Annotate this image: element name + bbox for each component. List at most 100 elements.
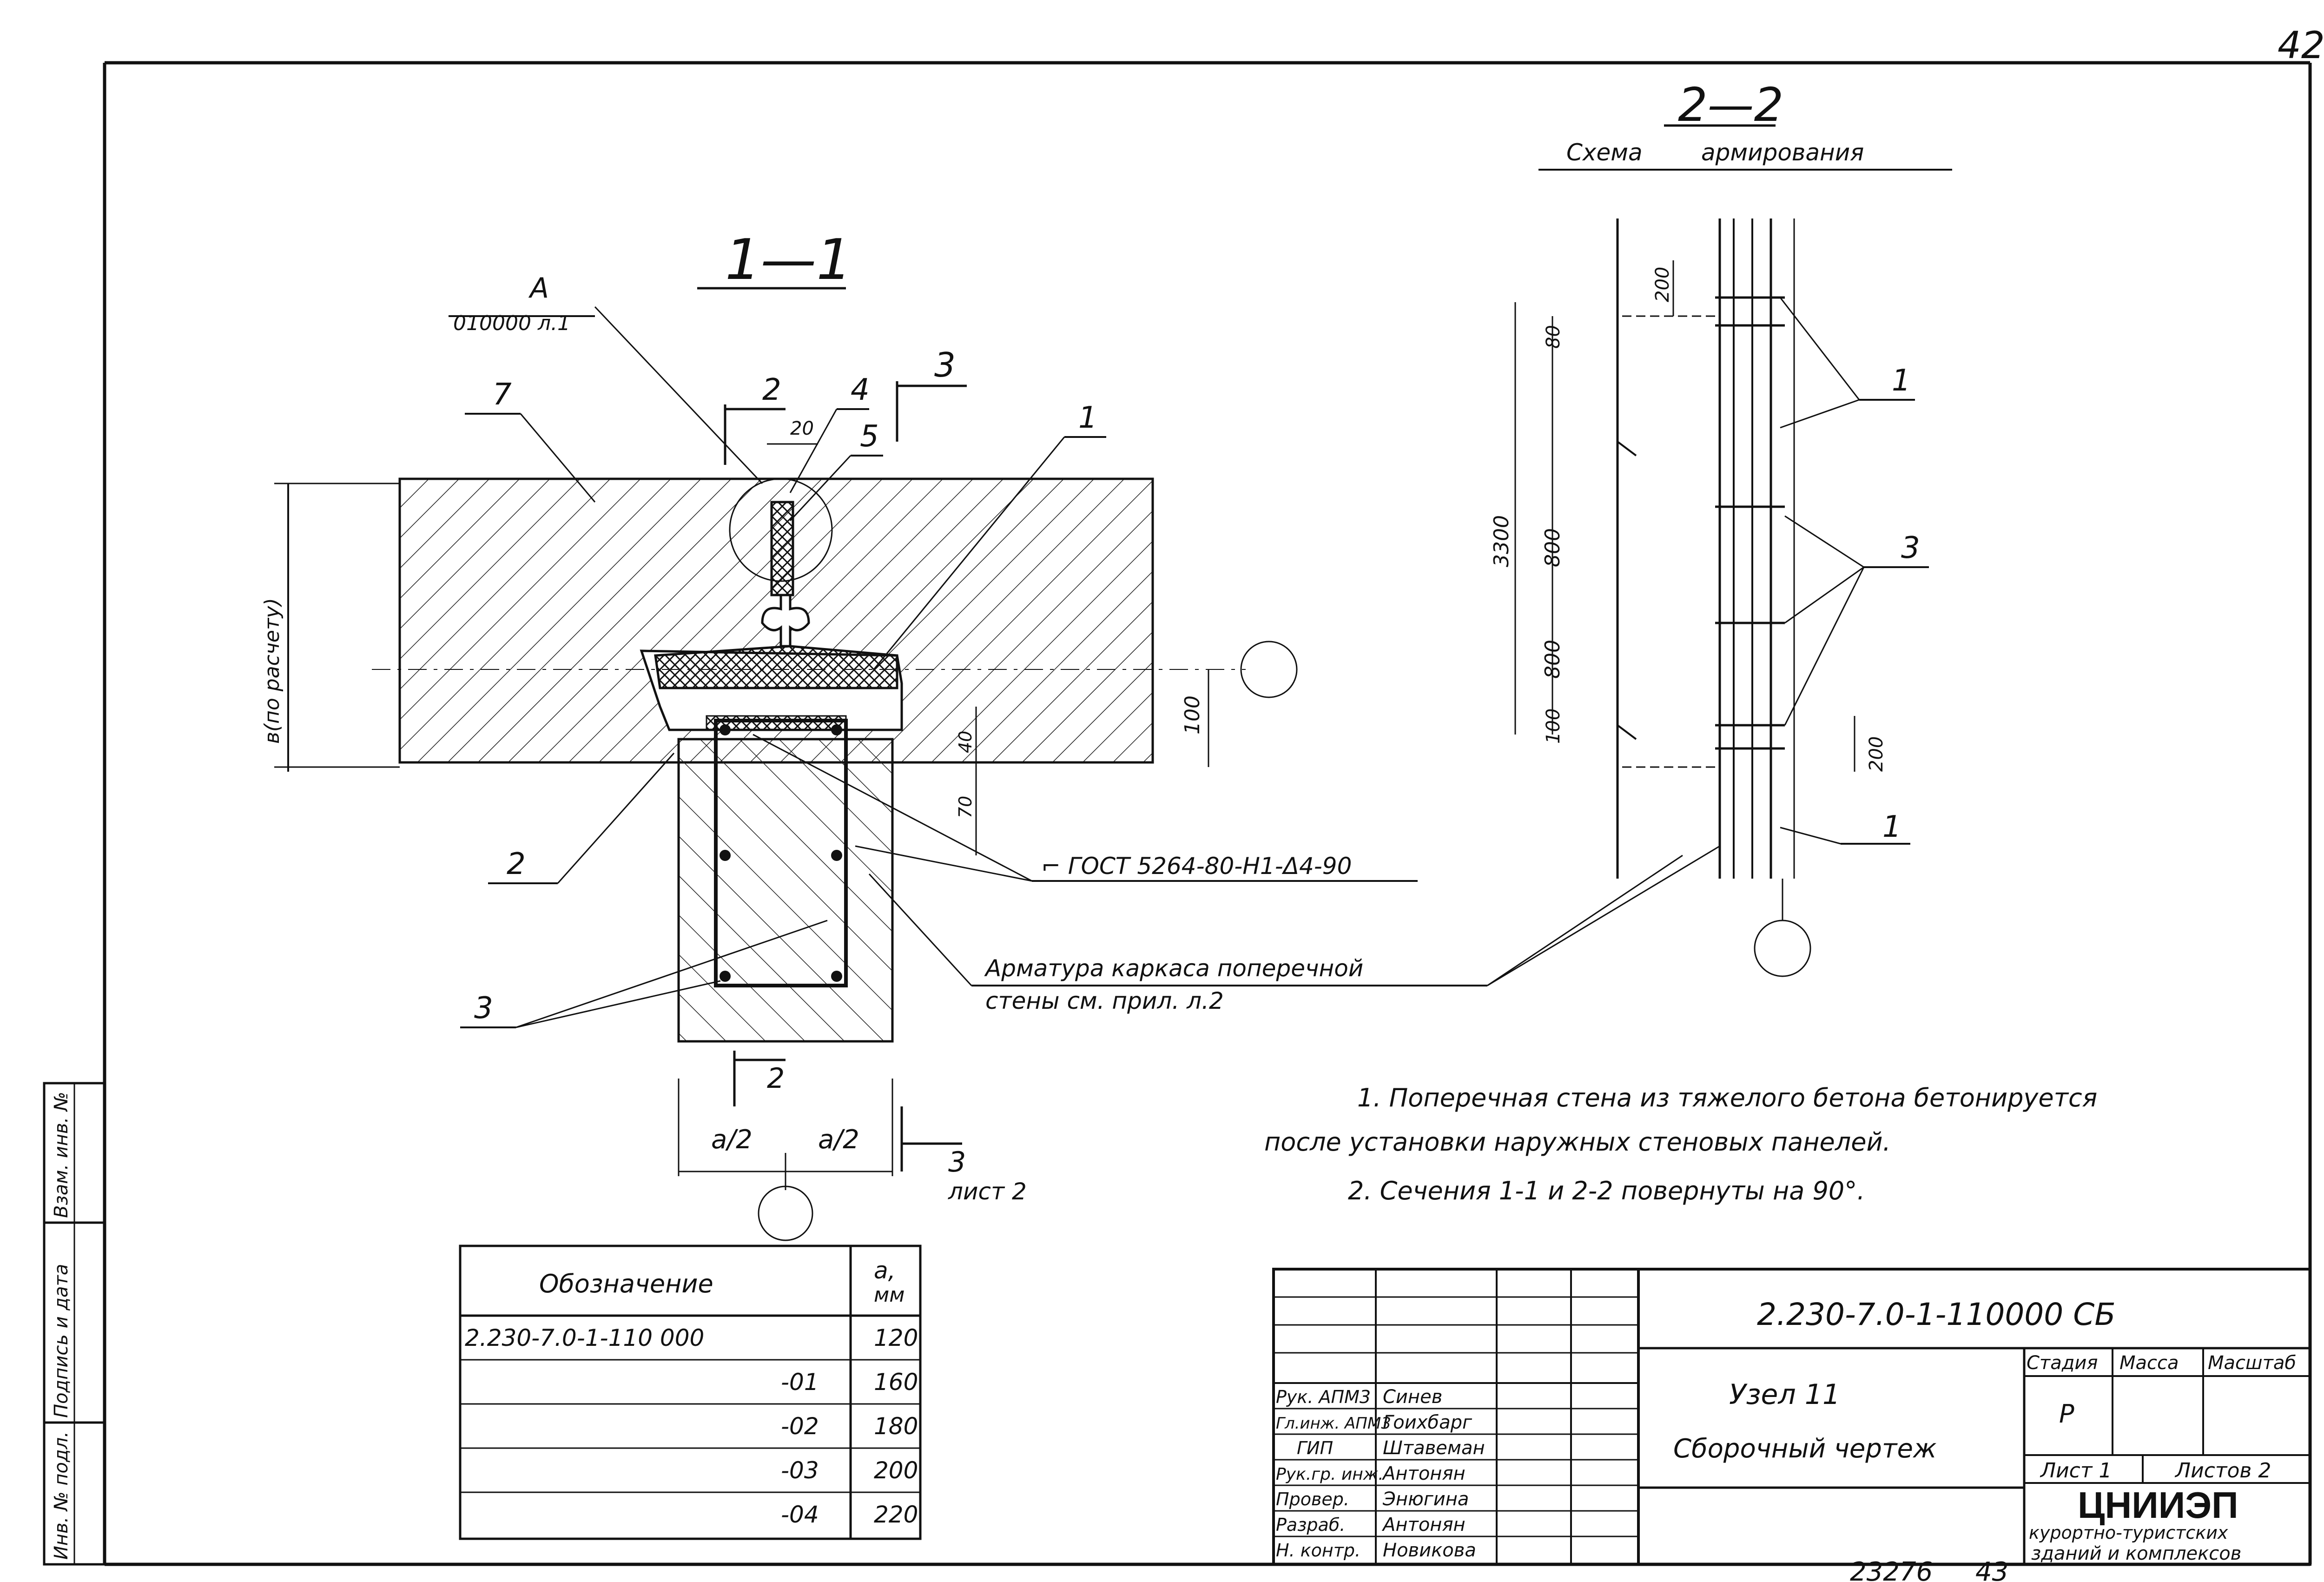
dim-100: 100 xyxy=(1181,695,1204,735)
table-row-designation: -03 xyxy=(781,1457,819,1484)
axis-marker-2-2 xyxy=(1754,920,1811,977)
person: Новикова xyxy=(1383,1540,1476,1561)
scale-label: Масштаб xyxy=(2208,1352,2296,1374)
role: Рук.гр. инж. xyxy=(1276,1465,1384,1484)
org-line-2: курортно-туристских xyxy=(2029,1522,2228,1543)
person: Штавеман xyxy=(1383,1437,1485,1459)
callout-1-bottom: 1 xyxy=(1882,810,1901,844)
role: Разраб. xyxy=(1276,1515,1345,1535)
rebar-cage xyxy=(714,719,848,987)
sheet-label: Лист 1 xyxy=(2040,1459,2112,1483)
org-line-3: зданий и комплексов xyxy=(2031,1543,2241,1564)
strip-cell-signature: Подпись и дата xyxy=(51,1264,72,1418)
section-2-2-subtitle-2: армирования xyxy=(1701,139,1864,166)
callout-5: 5 xyxy=(860,419,879,454)
detail-circle xyxy=(729,478,833,582)
sheet-ref: лист 2 xyxy=(948,1178,1027,1205)
dim-70: 70 xyxy=(955,796,976,818)
dim-800-b: 800 xyxy=(1541,640,1565,679)
table-row-designation: -04 xyxy=(781,1501,819,1528)
drawing-title-line2: Сборочный чертеж xyxy=(1673,1434,1936,1464)
role: Рук. АПМ3 xyxy=(1276,1387,1371,1407)
section-2-2: 2—2 Схема армирования 200 80 3300 800 80… xyxy=(1487,78,1952,986)
table-row-a: 160 xyxy=(874,1369,918,1396)
cut-3: 3 xyxy=(948,1146,966,1178)
note-line-1: 1. Поперечная стена из тяжелого бетона б… xyxy=(1357,1083,2097,1112)
note-line-2: после установки наружных стеновых панеле… xyxy=(1264,1127,1891,1157)
role: ГИП xyxy=(1297,1438,1333,1458)
callout-1: 1 xyxy=(1078,401,1097,435)
cut-2: 2 xyxy=(767,1062,785,1095)
left-stamp-strip: Взам. инв. № Подпись и дата Инв. № подл. xyxy=(43,1082,106,1566)
table-header-designation: Обозначение xyxy=(539,1269,713,1298)
callout-3: 3 xyxy=(934,345,956,384)
label-2: 2 xyxy=(507,847,526,881)
rebar-note-line1: Арматура каркаса поперечной xyxy=(984,955,1363,982)
section-2-2-title: 2—2 xyxy=(1678,78,1783,132)
table-row-a: 220 xyxy=(874,1501,918,1528)
dim-40: 40 xyxy=(955,731,976,753)
half-a-right: a/2 xyxy=(818,1125,859,1155)
insulation-liner xyxy=(654,645,898,689)
callout-1-top: 1 xyxy=(1892,364,1911,398)
table-row-designation: -01 xyxy=(781,1369,819,1396)
mass-label: Масса xyxy=(2119,1352,2179,1374)
note-line-3: 2. Сечения 1-1 и 2-2 повернуты на 90°. xyxy=(1348,1176,1865,1205)
page-number: 42 xyxy=(2278,24,2324,67)
cross-wall xyxy=(677,738,894,1043)
person: Антонян xyxy=(1381,1514,1466,1536)
footer-number: 23276 xyxy=(1850,1557,1933,1582)
person: Энюгина xyxy=(1382,1489,1469,1510)
axis-marker-right xyxy=(1240,641,1298,698)
drawing-title-line1: Узел 11 xyxy=(1729,1378,1840,1411)
dim-20: 20 xyxy=(790,418,814,439)
role: Гл.инж. АПМ3 xyxy=(1276,1414,1391,1433)
dim-80: 80 xyxy=(1543,325,1564,349)
table-row-a: 180 xyxy=(874,1413,918,1440)
variants-table: Обозначение a, мм 2.230-7.0-1-110 000 12… xyxy=(459,1244,922,1540)
callout-2: 2 xyxy=(762,373,781,407)
axis-marker-bottom xyxy=(758,1185,813,1241)
strip-cell-replace: Взам. инв. № xyxy=(51,1092,72,1218)
dim-100: 100 xyxy=(1543,708,1564,744)
dim-3300: 3300 xyxy=(1490,515,1513,567)
table-header-a-unit: мм xyxy=(874,1283,905,1307)
person: Антонян xyxy=(1381,1463,1466,1484)
detail-ref-letter: A xyxy=(528,272,549,304)
section-2-2-subtitle-1: Схема xyxy=(1566,139,1643,166)
dim-800-a: 800 xyxy=(1541,528,1565,567)
dim-thickness: в(по расчету) xyxy=(260,598,284,744)
sheet-frame xyxy=(103,61,2312,1566)
role: Провер. xyxy=(1276,1489,1349,1509)
stage-value: Р xyxy=(2059,1399,2074,1429)
org-name: ЦНИИЭП xyxy=(2078,1484,2238,1526)
gost-note: ⌐ ГОСТ 5264-80-Н1-Δ4-90 xyxy=(1041,853,1352,880)
callout-7: 7 xyxy=(493,377,512,412)
dim-200-top: 200 xyxy=(1652,267,1673,302)
stage-label: Стадия xyxy=(2027,1352,2098,1374)
rebar-note-line2: стены см. прил. л.2 xyxy=(985,987,1224,1014)
table-row-designation: -02 xyxy=(781,1413,819,1440)
callout-3-2-2: 3 xyxy=(1901,531,1920,565)
detail-ref-sheet: 010000 л.1 xyxy=(453,311,570,335)
table-row-designation: 2.230-7.0-1-110 000 xyxy=(465,1324,704,1351)
title-block: Рук. АПМ3 Синев Гл.инж. АПМ3 Гоихбарг ГИ… xyxy=(1272,1268,2311,1566)
role: Н. контр. xyxy=(1276,1540,1360,1561)
sheets-label: Листов 2 xyxy=(2174,1459,2271,1483)
label-3: 3 xyxy=(474,991,493,1026)
person: Гоихбарг xyxy=(1383,1412,1472,1433)
section-1-1-title: 1—1 xyxy=(725,228,852,292)
section-1-1: 1—1 A 010000 л.1 7 2 20 xyxy=(260,228,1487,1241)
general-notes: 1. Поперечная стена из тяжелого бетона б… xyxy=(1264,1083,2097,1205)
document-code: 2.230-7.0-1-110000 СБ xyxy=(1757,1297,2116,1332)
strip-cell-inventory: Инв. № подл. xyxy=(51,1431,72,1560)
table-header-a: a, xyxy=(874,1257,896,1284)
table-row-a: 200 xyxy=(874,1457,918,1484)
dim-200-bottom: 200 xyxy=(1866,736,1887,772)
callout-4: 4 xyxy=(851,373,870,407)
table-row-a: 120 xyxy=(874,1324,918,1351)
person: Синев xyxy=(1383,1386,1442,1408)
half-a-left: a/2 xyxy=(711,1125,753,1155)
footer-sheet: 43 xyxy=(1975,1557,2008,1582)
